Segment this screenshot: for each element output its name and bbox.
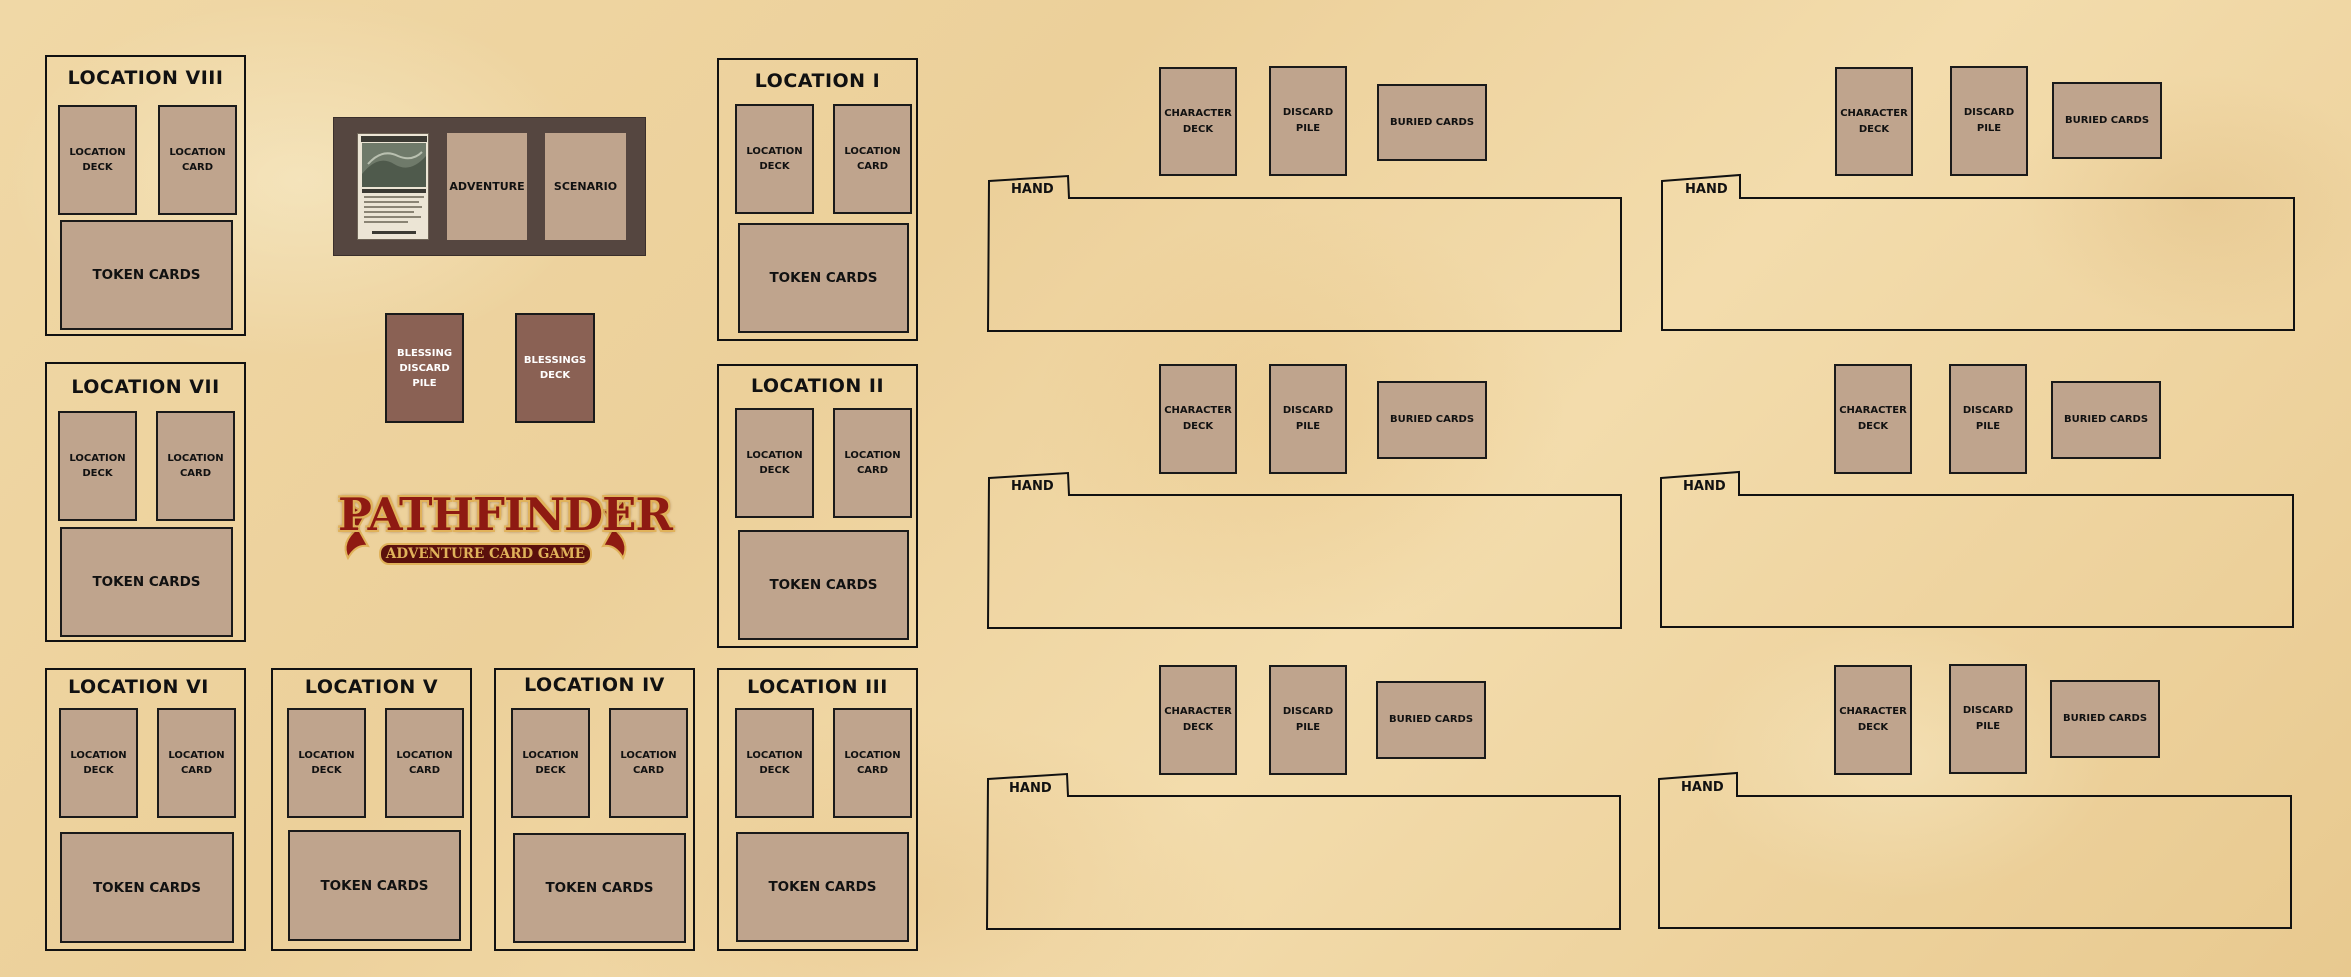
token-cards[interactable]: TOKEN CARDS [60,527,233,637]
location-deck[interactable]: LOCATION DECK [58,105,137,215]
hand-area[interactable] [1660,173,2296,333]
token-cards[interactable]: TOKEN CARDS [288,830,461,941]
hand-label: HAND [1685,182,1728,197]
location-ii: LOCATION II LOCATION DECK LOCATION CARD … [717,364,918,648]
location-card[interactable]: LOCATION CARD [385,708,464,818]
logo-emblem-icon [344,498,627,565]
location-i: LOCATION I LOCATION DECK LOCATION CARD T… [717,58,918,341]
buried-cards[interactable]: BURIED CARDS [2051,381,2161,459]
token-cards[interactable]: TOKEN CARDS [513,833,686,943]
buried-cards[interactable]: BURIED CARDS [1376,681,1486,759]
buried-cards[interactable]: BURIED CARDS [2052,82,2162,159]
discard-pile[interactable]: DISCARD PILE [1949,664,2027,774]
hand-area[interactable] [986,174,1623,334]
location-card[interactable]: LOCATION CARD [157,708,236,818]
character-deck[interactable]: CHARACTER DECK [1159,364,1237,474]
logo-subtitle: ADVENTURE CARD GAME [385,546,586,562]
buried-cards[interactable]: BURIED CARDS [1377,84,1487,161]
location-deck[interactable]: LOCATION DECK [735,708,814,818]
henchman-card-image[interactable] [357,133,429,240]
location-title: LOCATION IV [524,674,665,696]
scenario-tray: ADVENTURE SCENARIO [333,117,646,256]
hand-area[interactable] [985,772,1622,932]
token-cards[interactable]: TOKEN CARDS [738,223,909,333]
character-deck[interactable]: CHARACTER DECK [1159,67,1237,176]
hand-area[interactable] [986,471,1623,631]
hand-label: HAND [1683,479,1726,494]
location-deck[interactable]: LOCATION DECK [511,708,590,818]
location-title: LOCATION I [754,70,881,92]
location-iv: LOCATION IV LOCATION DECK LOCATION CARD … [494,668,695,951]
location-title: LOCATION VI [68,676,209,698]
location-title: LOCATION VIII [67,67,224,89]
location-vii: LOCATION VII LOCATION DECK LOCATION CARD… [45,362,246,642]
logo-title: PATHFINDER [338,488,673,541]
location-v: LOCATION V LOCATION DECK LOCATION CARD T… [271,668,472,951]
location-deck[interactable]: LOCATION DECK [735,104,814,214]
hand-area[interactable] [1657,771,2293,931]
location-title: LOCATION V [304,676,439,698]
hand-label: HAND [1009,781,1052,796]
buried-cards[interactable]: BURIED CARDS [1377,381,1487,459]
discard-pile[interactable]: DISCARD PILE [1269,66,1347,176]
hand-area[interactable] [1659,470,2295,630]
character-deck[interactable]: CHARACTER DECK [1159,665,1237,775]
adventure-card[interactable]: ADVENTURE [447,133,527,240]
location-card[interactable]: LOCATION CARD [609,708,688,818]
buried-cards[interactable]: BURIED CARDS [2050,680,2160,758]
blessing-discard-pile[interactable]: BLESSING DISCARD PILE [385,313,464,423]
character-deck[interactable]: CHARACTER DECK [1834,364,1912,474]
location-card[interactable]: LOCATION CARD [833,104,912,214]
location-card[interactable]: LOCATION CARD [833,708,912,818]
scenario-card[interactable]: SCENARIO [545,133,626,240]
pathfinder-logo: PATHFINDER ADVENTURE CARD GAME [338,486,673,570]
location-title: LOCATION VII [71,376,220,398]
hand-label: HAND [1011,479,1054,494]
hand-label: HAND [1681,780,1724,795]
location-iii: LOCATION III LOCATION DECK LOCATION CARD… [717,668,918,951]
token-cards[interactable]: TOKEN CARDS [738,530,909,640]
discard-pile[interactable]: DISCARD PILE [1269,364,1347,474]
discard-pile[interactable]: DISCARD PILE [1950,66,2028,176]
location-deck[interactable]: LOCATION DECK [59,708,138,818]
location-viii: LOCATION VIII LOCATION DECK LOCATION CAR… [45,55,246,336]
token-cards[interactable]: TOKEN CARDS [60,832,234,943]
location-deck[interactable]: LOCATION DECK [735,408,814,518]
location-title: LOCATION II [750,375,885,397]
location-title: LOCATION III [747,676,888,698]
henchman-art-icon [358,134,428,239]
character-deck[interactable]: CHARACTER DECK [1835,67,1913,176]
location-deck[interactable]: LOCATION DECK [287,708,366,818]
location-deck[interactable]: LOCATION DECK [58,411,137,521]
character-deck[interactable]: CHARACTER DECK [1834,665,1912,775]
location-card[interactable]: LOCATION CARD [158,105,237,215]
blessings-deck[interactable]: BLESSINGS DECK [515,313,595,423]
location-card[interactable]: LOCATION CARD [156,411,235,521]
location-card[interactable]: LOCATION CARD [833,408,912,518]
hand-label: HAND [1011,182,1054,197]
discard-pile[interactable]: DISCARD PILE [1269,665,1347,775]
location-vi: LOCATION VI LOCATION DECK LOCATION CARD … [45,668,246,951]
token-cards[interactable]: TOKEN CARDS [60,220,233,330]
token-cards[interactable]: TOKEN CARDS [736,832,909,942]
discard-pile[interactable]: DISCARD PILE [1949,364,2027,474]
